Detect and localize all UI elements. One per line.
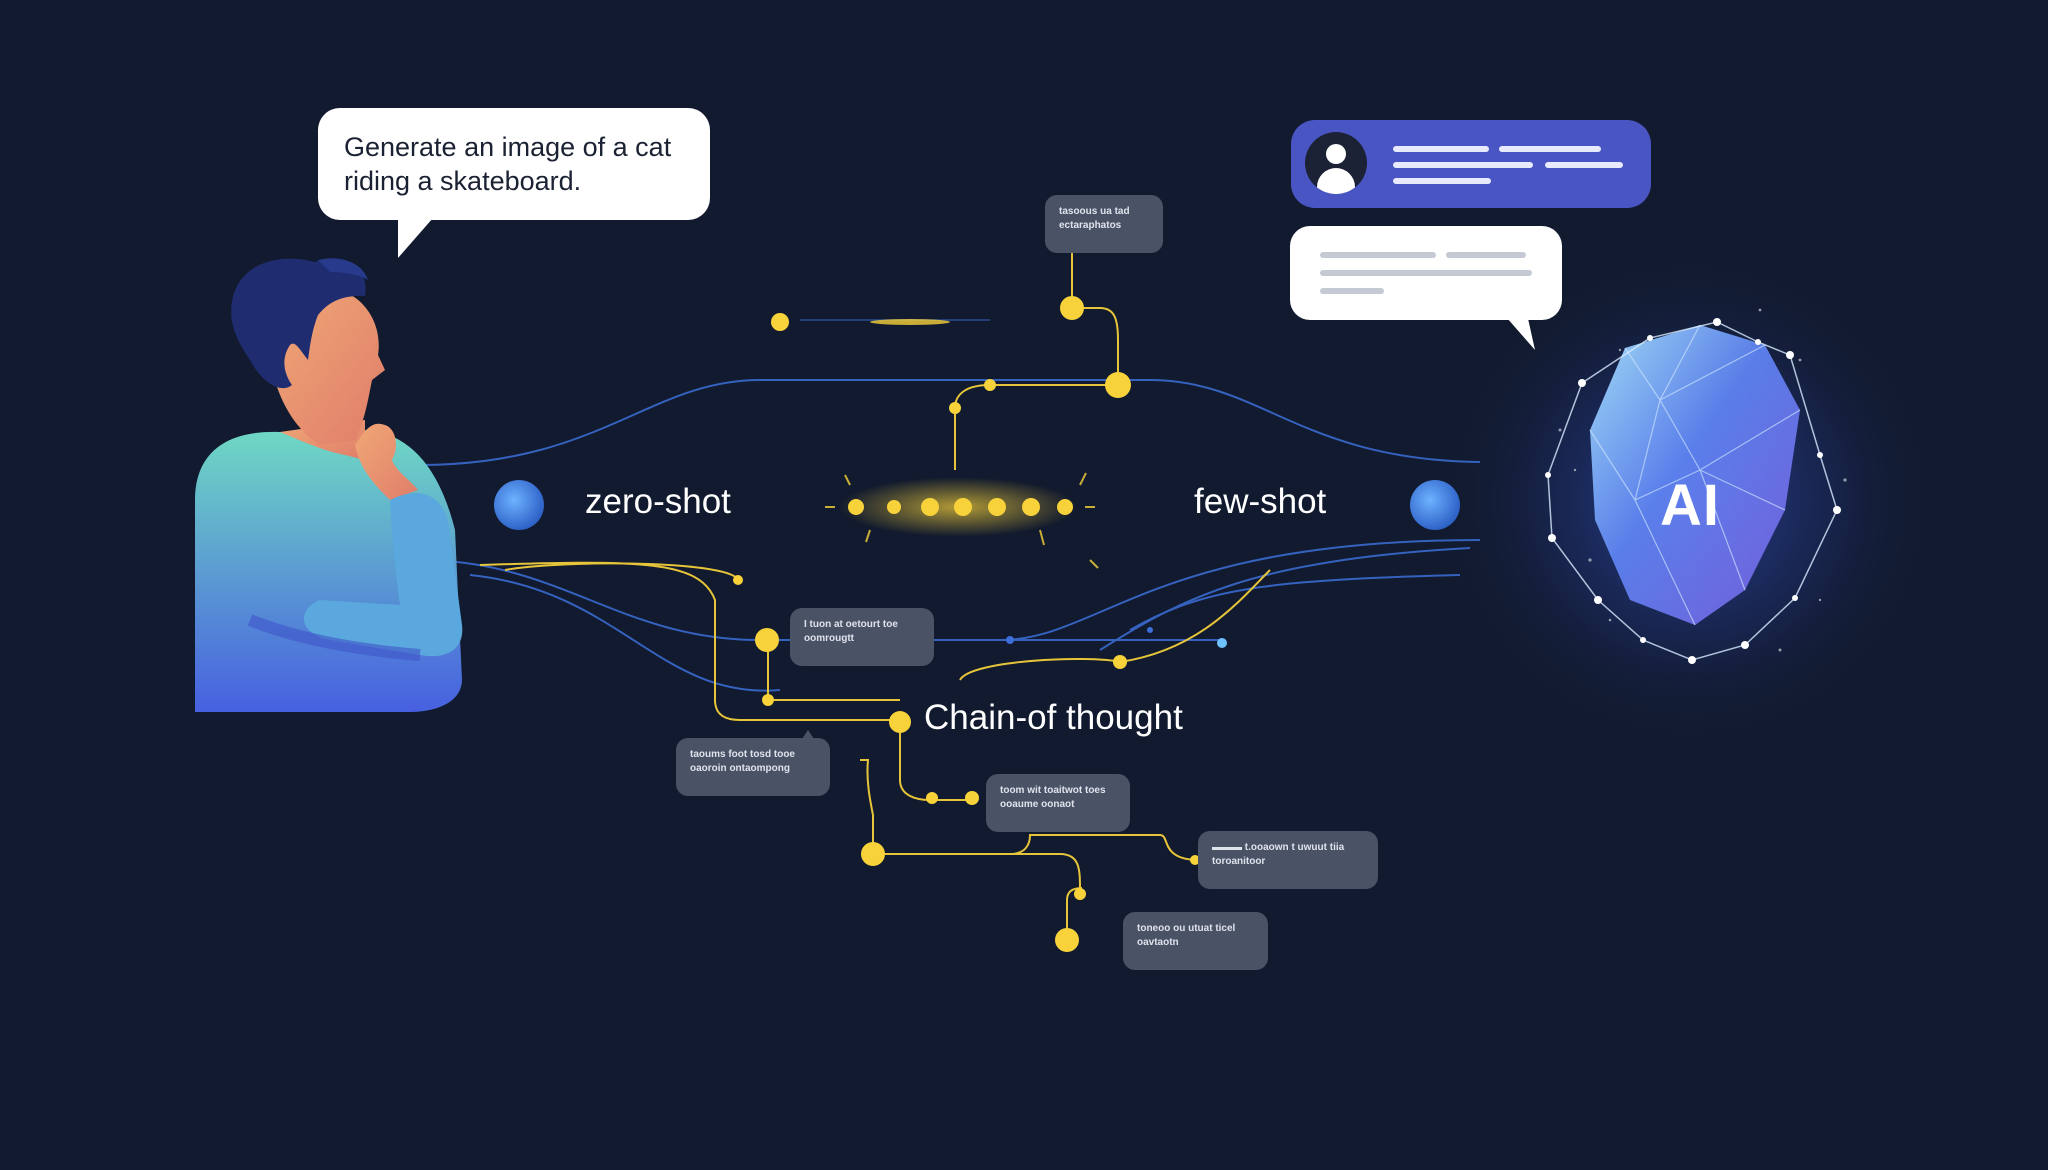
chain-of-thought-network xyxy=(479,250,1271,940)
card-line: oomrougtt xyxy=(804,633,854,644)
card-line: ooaume oonaot xyxy=(1000,799,1075,810)
card-line: oaoroin ontaompong xyxy=(690,763,790,774)
chat-ai-message xyxy=(1290,226,1562,320)
info-card-right: ▬▬▬ t.ooaown t uwuut tiia toroanitoor xyxy=(1198,831,1378,889)
info-card-mid: toom wit toaitwot toes ooaume oonaot xyxy=(986,774,1130,832)
user-bubble-tail xyxy=(398,210,440,258)
light-streak xyxy=(870,319,950,325)
card-line: toroanitoor xyxy=(1212,856,1266,867)
yellow-node xyxy=(771,313,789,331)
yellow-nodes xyxy=(733,296,1200,952)
card-line: ectaraphatos xyxy=(1059,220,1122,231)
thinking-person-illustration xyxy=(195,258,463,712)
few-shot-node xyxy=(1410,480,1460,530)
ai-label: AI xyxy=(1660,473,1720,538)
card-line: tasoous ua tad xyxy=(1059,206,1130,217)
user-prompt-bubble: Generate an image of a cat riding a skat… xyxy=(318,108,710,220)
few-shot-label: few-shot xyxy=(1194,482,1327,521)
card-line: toneoo ou utuat ticel xyxy=(1137,923,1236,934)
zero-shot-node xyxy=(494,480,544,530)
zero-shot-label: zero-shot xyxy=(585,482,731,521)
user-prompt-line-2: riding a skateboard. xyxy=(344,166,582,196)
card-line: toom wit toaitwot toes xyxy=(1000,785,1106,796)
chain-of-thought-label: Chain-of thought xyxy=(924,698,1183,737)
info-card-bottom: toneoo ou utuat ticel oavtaotn xyxy=(1123,912,1268,970)
card-line: oavtaotn xyxy=(1137,937,1179,948)
center-dot-row xyxy=(825,472,1099,569)
card-line: taoums foot tosd tooe xyxy=(690,749,795,760)
chat-user-message xyxy=(1291,120,1651,208)
card-line: ▬▬▬ t.ooaown t uwuut tiia xyxy=(1212,842,1345,853)
info-card-top: tasoous ua tad ectaraphatos xyxy=(1045,195,1163,253)
info-card-left-upper: I tuon at oetourt toe oomrougtt xyxy=(790,608,934,666)
card-line: I tuon at oetourt toe xyxy=(804,619,898,630)
info-card-left-lower: taoums foot tosd tooe oaoroin ontaompong xyxy=(676,738,830,796)
user-avatar-icon xyxy=(1305,132,1367,194)
user-prompt-line-1: Generate an image of a cat xyxy=(344,132,672,162)
blue-nodes xyxy=(1006,627,1227,648)
ai-crystal-icon xyxy=(1545,308,1847,664)
